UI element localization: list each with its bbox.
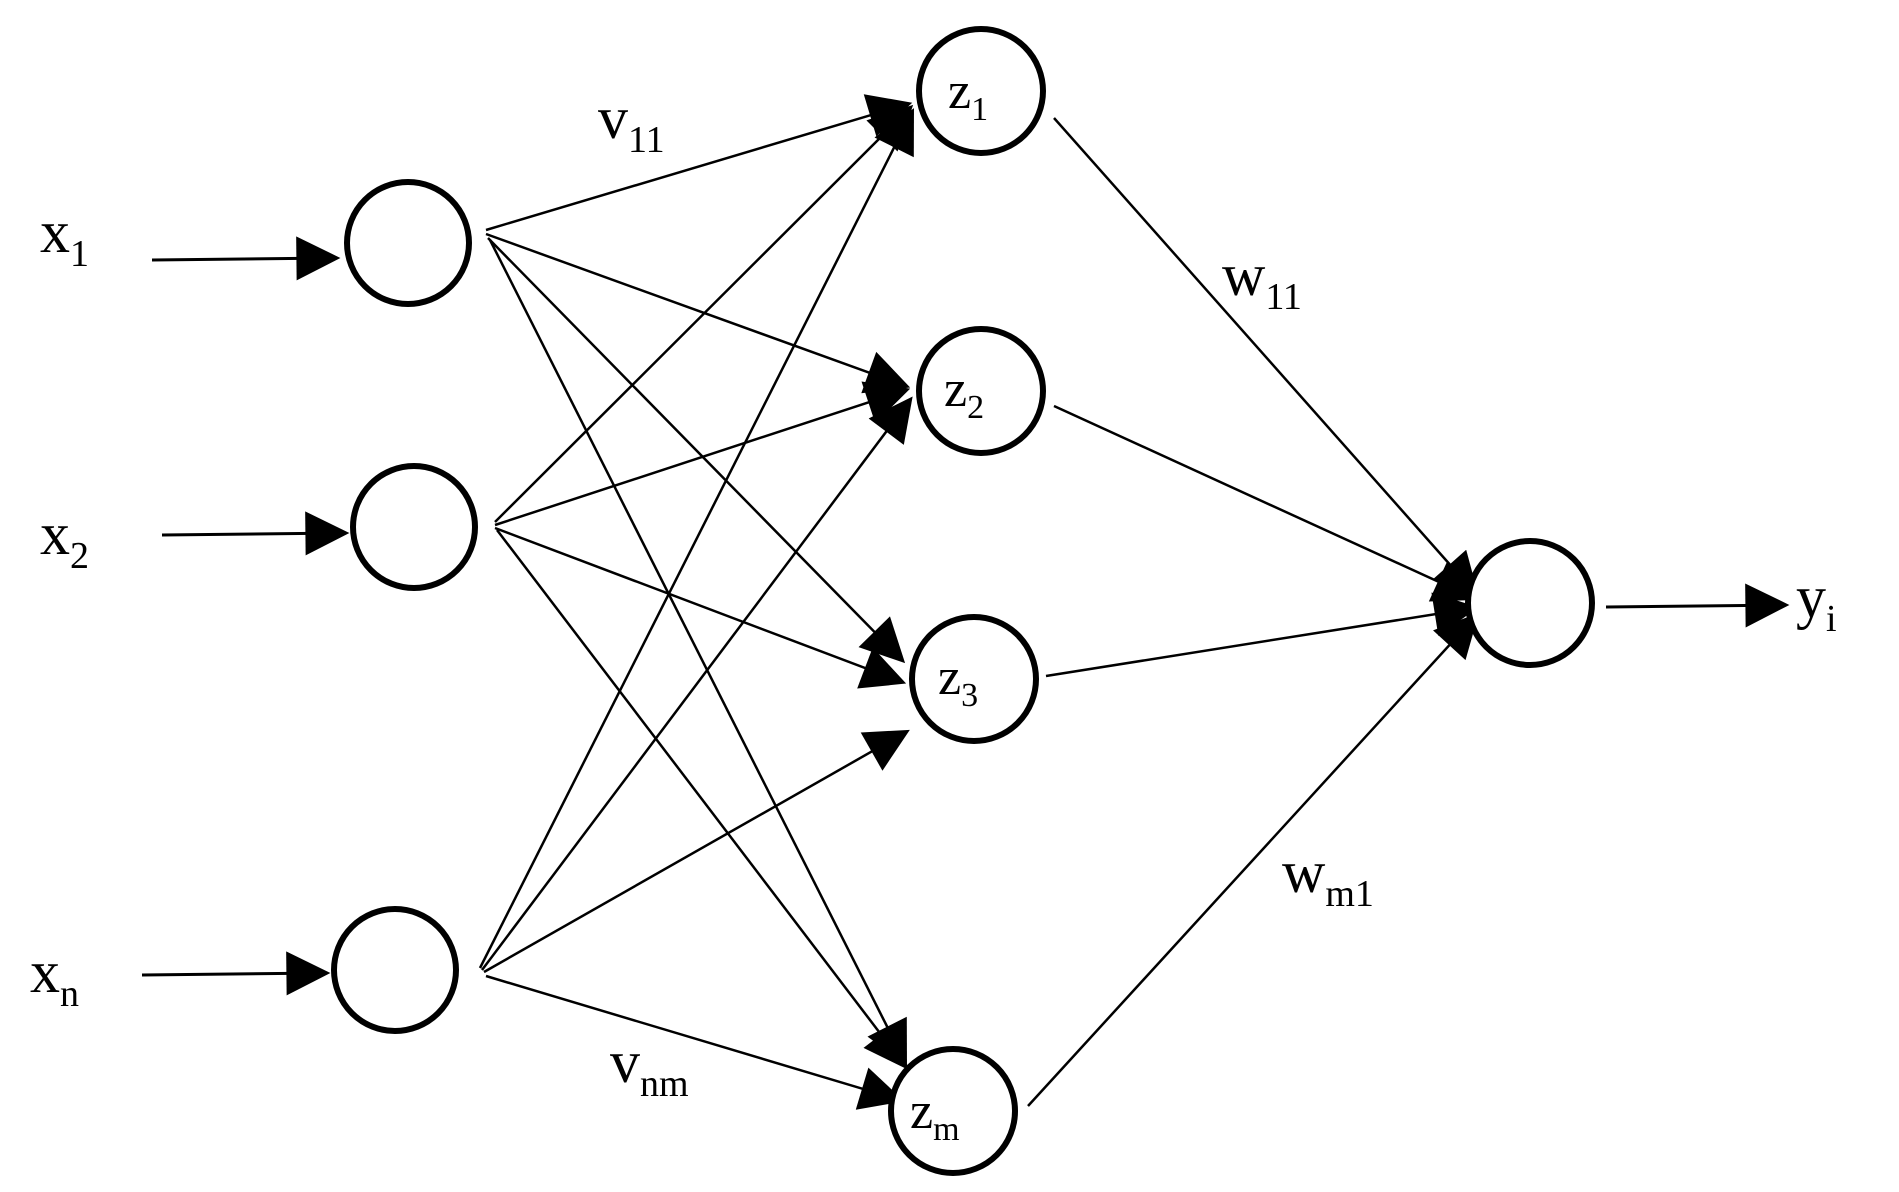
- edge-z2-y: [1053, 404, 1479, 602]
- hidden-node-z3: [909, 614, 1039, 744]
- input-label-xn: xn: [30, 939, 79, 1015]
- edge-x2-z2: [494, 381, 911, 527]
- weight-label-wm1: wm1: [1282, 839, 1374, 915]
- edge-x1-z1: [485, 94, 913, 232]
- edge-zm-y: [1027, 612, 1479, 1107]
- edge-x1-z3: [487, 237, 906, 664]
- hidden-output-edges: [1027, 117, 1479, 1107]
- input-label-x2: x2: [40, 501, 89, 577]
- edge-z3-y: [1045, 592, 1479, 678]
- input-node-xn: [331, 906, 459, 1034]
- edge-xn-z3: [483, 729, 910, 974]
- edge-x1-zm: [488, 239, 907, 1066]
- hidden-node-zm: [888, 1046, 1018, 1176]
- edge-x2-z3: [494, 526, 907, 689]
- input-hidden-edges: [478, 94, 914, 1110]
- edge-x2-zm: [496, 529, 908, 1070]
- edge-x1-z2: [485, 232, 911, 394]
- input-node-x2: [350, 463, 478, 591]
- hidden-label-z2: z2: [944, 361, 984, 426]
- input-node-x1: [344, 179, 472, 307]
- edge-z1-y: [1053, 117, 1479, 598]
- edge-xn-z1: [478, 108, 914, 969]
- weight-label-w11: w11: [1222, 242, 1302, 318]
- hidden-node-z2: [916, 326, 1046, 456]
- input-arrow-xn: [141, 951, 331, 996]
- input-label-x1: x1: [40, 199, 89, 275]
- edge-xn-z2: [481, 396, 913, 971]
- hidden-node-z1: [916, 26, 1046, 156]
- input-arrow-x2: [161, 511, 350, 556]
- output-arrow-y: [1605, 583, 1790, 628]
- output-label-y: yi: [1796, 564, 1837, 640]
- input-arrow-x1: [151, 236, 341, 281]
- weight-label-vnm: vnm: [610, 1029, 689, 1105]
- hidden-label-zm: zm: [910, 1083, 960, 1148]
- edge-xn-zm: [485, 974, 905, 1110]
- hidden-label-z1: z1: [948, 63, 988, 128]
- weight-label-v11: v11: [598, 85, 665, 161]
- hidden-label-z3: z3: [938, 649, 978, 714]
- output-node-y: [1465, 538, 1595, 668]
- edge-x2-z1: [494, 104, 914, 523]
